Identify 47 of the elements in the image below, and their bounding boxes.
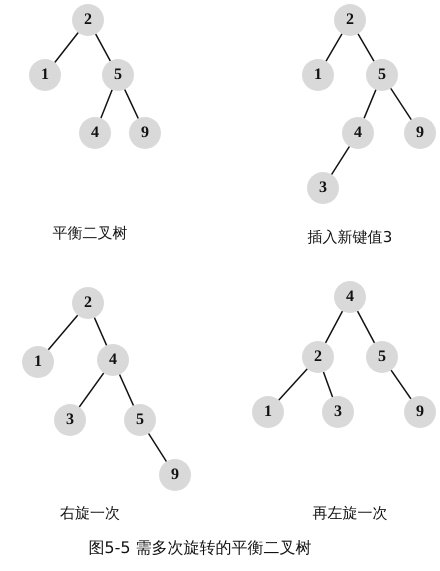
connector-line	[100, 90, 113, 118]
tree-node: 5	[366, 341, 398, 373]
tree-node: 1	[22, 346, 54, 378]
tree-node: 5	[102, 59, 134, 91]
tree-caption: 平衡二叉树	[52, 224, 128, 243]
tree-node: 3	[54, 404, 86, 436]
connector-line	[148, 433, 168, 462]
connector-line	[390, 88, 412, 120]
tree-node: 1	[29, 59, 61, 91]
connector-line	[325, 33, 343, 62]
tree-node: 1	[302, 59, 334, 91]
tree-node: 2	[334, 4, 366, 36]
tree-node: 2	[302, 341, 334, 373]
tree-node: 9	[129, 117, 161, 149]
tree-node: 4	[342, 117, 374, 149]
tree-caption: 插入新键值3	[308, 228, 392, 247]
connector-line	[330, 146, 350, 175]
tree-node: 5	[124, 404, 156, 436]
tree-node: 2	[72, 287, 104, 319]
connector-line	[78, 372, 104, 408]
tree-node: 9	[159, 459, 191, 491]
tree-caption: 再左旋一次	[312, 504, 388, 523]
tree-node: 1	[252, 396, 284, 428]
tree-node: 4	[334, 281, 366, 313]
connector-line	[324, 310, 344, 344]
connector-line	[124, 89, 139, 119]
tree-node: 2	[72, 4, 104, 36]
tree-node: 4	[97, 344, 129, 376]
tree-node: 3	[307, 172, 339, 204]
tree-caption: 右旋一次	[60, 504, 120, 523]
tree-node: 3	[322, 396, 354, 428]
connector-line	[356, 310, 376, 344]
connector-line	[363, 90, 377, 118]
tree-node: 4	[79, 117, 111, 149]
connector-line	[278, 368, 308, 401]
connector-line	[390, 370, 412, 400]
figure-caption: 图5-5 需多次旋转的平衡二叉树	[88, 538, 312, 559]
connector-line	[322, 372, 334, 398]
connector-line	[357, 33, 375, 62]
connector-line	[94, 317, 108, 346]
connector-line	[118, 374, 134, 406]
connector-line	[95, 34, 111, 62]
tree-node: 5	[366, 59, 398, 91]
connector-line	[54, 32, 79, 63]
tree-node: 9	[404, 117, 436, 149]
connector-line	[48, 314, 78, 350]
tree-node: 9	[404, 396, 436, 428]
